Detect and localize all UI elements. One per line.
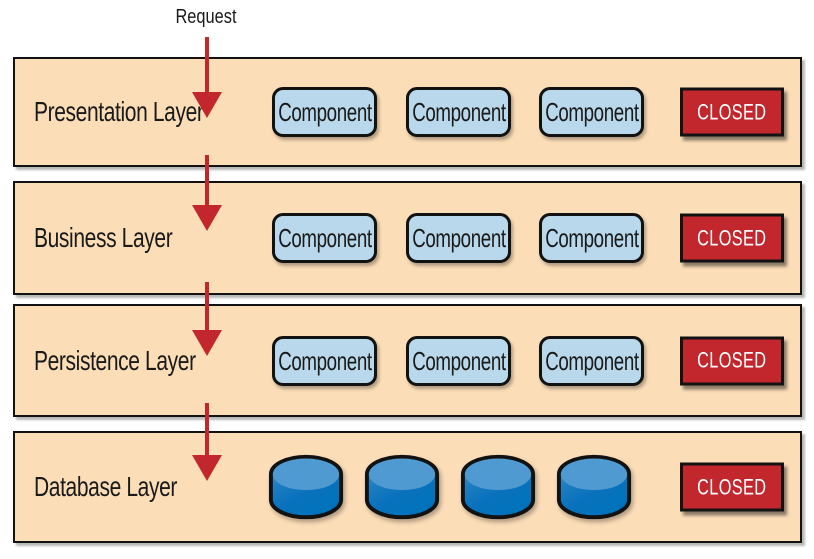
layer-label: Persistence Layer [34, 344, 196, 376]
database-icon [460, 454, 536, 520]
database-icon [364, 454, 440, 520]
component-box: Component [539, 213, 644, 263]
request-arrow-line [205, 37, 209, 93]
layer-label: Business Layer [34, 222, 173, 253]
database-icon [556, 454, 632, 520]
layer-persistence: Persistence Layer Component Component Co… [13, 304, 802, 417]
closed-badge: CLOSED [680, 336, 784, 385]
closed-badge-label: CLOSED [697, 474, 767, 499]
closed-badge: CLOSED [680, 213, 784, 263]
component-box: Component [272, 335, 377, 386]
request-arrow-line [205, 282, 209, 331]
component-label: Component [411, 97, 506, 127]
database-icon [268, 454, 344, 520]
closed-badge: CLOSED [680, 87, 784, 137]
component-label: Component [544, 97, 639, 127]
component-label: Component [277, 223, 372, 253]
request-label: Request [175, 6, 237, 28]
component-label: Component [411, 345, 506, 376]
layer-label: Presentation Layer [34, 96, 204, 127]
layer-label: Database Layer [34, 471, 178, 502]
arrow-down-icon [192, 92, 222, 118]
arrow-down-icon [192, 455, 222, 481]
closed-badge-label: CLOSED [697, 347, 767, 373]
arrow-down-icon [192, 330, 222, 356]
component-box: Component [406, 87, 511, 137]
component-label: Component [411, 223, 506, 253]
layer-business: Business Layer Component Component Compo… [13, 181, 802, 295]
layer-database: Database Layer CLOSED [13, 431, 802, 543]
component-label: Component [544, 345, 639, 376]
arrow-down-icon [192, 205, 222, 231]
component-label: Component [277, 97, 372, 127]
component-box: Component [272, 213, 377, 263]
component-label: Component [544, 223, 639, 253]
closed-badge-label: CLOSED [697, 225, 767, 250]
request-arrow-line [205, 403, 209, 456]
request-arrow-line [205, 155, 209, 206]
component-box: Component [406, 213, 511, 263]
component-box: Component [539, 335, 644, 386]
closed-badge: CLOSED [680, 462, 784, 512]
component-box: Component [272, 87, 377, 137]
component-box: Component [539, 87, 644, 137]
component-label: Component [277, 345, 372, 376]
component-box: Component [406, 335, 511, 386]
layer-presentation: Presentation Layer Component Component C… [13, 57, 802, 167]
closed-badge-label: CLOSED [697, 99, 767, 124]
